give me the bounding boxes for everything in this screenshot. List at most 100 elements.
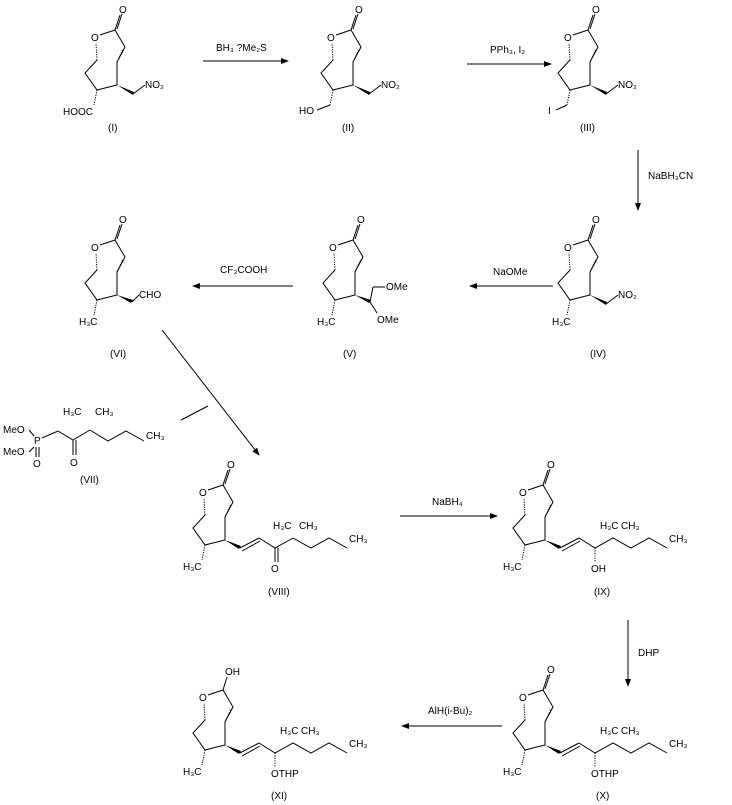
methyl-group: H₃C bbox=[79, 317, 98, 328]
ketone-oxygen: O bbox=[70, 458, 78, 469]
ketone-oxygen: O bbox=[271, 564, 279, 575]
nitro-group: NO₂ bbox=[145, 80, 164, 91]
phosphorus-atom: P bbox=[34, 436, 41, 447]
compound-label: (VI) bbox=[110, 349, 126, 360]
methyl-group: CH₃ bbox=[349, 739, 368, 750]
hydroxyl-group: HO bbox=[299, 106, 314, 117]
ring-oxygen: O bbox=[519, 488, 527, 499]
ring-oxygen: O bbox=[329, 243, 337, 254]
thp-ether-group: OTHP bbox=[591, 769, 619, 780]
compound-label: (IX) bbox=[594, 587, 610, 598]
reagent-label: BH₃ ?Me₂S bbox=[216, 43, 267, 54]
compound-label: (VIII) bbox=[268, 587, 290, 598]
nitro-group: NO₂ bbox=[618, 80, 637, 91]
reagent-label: NaBH₄ bbox=[432, 497, 463, 508]
methyl-group: H₃C bbox=[183, 767, 202, 778]
reagent-label: PPh₃, I₂ bbox=[490, 45, 525, 56]
step-9: AlH(i-Bu)₂ bbox=[401, 706, 502, 729]
methyl-group: CH₃ bbox=[95, 407, 114, 418]
compound-vii: MeO MeO P O O H₃C CH₃ CH₃ bbox=[3, 407, 165, 470]
step-3: NaBH₃CN bbox=[635, 150, 693, 211]
methyl-group: CH₃ bbox=[301, 726, 320, 737]
compound-x: O O OTHP H₃C CH₃ CH₃ H₃C bbox=[503, 665, 688, 780]
compound-iv: O O NO₂ H₃C bbox=[552, 215, 637, 328]
ring-oxygen: O bbox=[519, 693, 527, 704]
step-4: NaOMe bbox=[469, 267, 553, 289]
carbonyl-oxygen: O bbox=[592, 215, 600, 226]
iodo-group: I bbox=[548, 106, 551, 117]
thp-ether-group: OTHP bbox=[271, 769, 299, 780]
ring-oxygen: O bbox=[199, 693, 207, 704]
carbonyl-oxygen: O bbox=[547, 460, 555, 471]
methyl-group: H₃C bbox=[183, 562, 202, 573]
step-8: DHP bbox=[625, 620, 659, 687]
compound-label: (II) bbox=[342, 123, 354, 134]
aldehyde-group: CHO bbox=[139, 290, 161, 301]
step-6 bbox=[161, 329, 260, 456]
carbonyl-oxygen: O bbox=[227, 460, 235, 471]
ring-oxygen: O bbox=[564, 33, 572, 44]
step-5: CF₃COOH bbox=[192, 265, 293, 289]
ring-oxygen: O bbox=[91, 243, 99, 254]
carbonyl-oxygen: O bbox=[355, 5, 363, 16]
compound-label: (IV) bbox=[590, 349, 606, 360]
methyl-group: H₃C bbox=[317, 317, 336, 328]
methyl-group: H₃C bbox=[552, 317, 571, 328]
methyl-group: CH₃ bbox=[299, 521, 318, 532]
methyl-group: H₃C bbox=[600, 726, 619, 737]
reagent-label: AlH(i-Bu)₂ bbox=[428, 706, 473, 717]
methyl-group: H₃C bbox=[273, 521, 292, 532]
nitro-group: NO₂ bbox=[381, 80, 400, 91]
phosphoryl-oxygen: O bbox=[33, 459, 41, 470]
hydroxyl-group: OH bbox=[225, 667, 240, 678]
methoxy-group: MeO bbox=[3, 425, 25, 436]
methyl-group: H₃C bbox=[600, 521, 619, 532]
compound-ix: O O OH H₃C CH₃ CH₃ H₃C bbox=[503, 460, 688, 575]
carbonyl-oxygen: O bbox=[357, 215, 365, 226]
carbonyl-oxygen: O bbox=[119, 215, 127, 226]
compound-ii: O O NO₂ HO bbox=[299, 5, 400, 117]
compound-label: (XI) bbox=[271, 791, 287, 802]
compound-viii: O O O H₃C CH₃ CH₃ H₃C bbox=[183, 460, 368, 575]
compound-label: (VII) bbox=[80, 475, 99, 486]
ring-oxygen: O bbox=[327, 33, 335, 44]
ring-oxygen: O bbox=[564, 243, 572, 254]
compound-label: (X) bbox=[596, 791, 609, 802]
carbonyl-oxygen: O bbox=[592, 5, 600, 16]
methyl-group: H₃C bbox=[503, 767, 522, 778]
carboxyl-group: HOOC bbox=[63, 107, 93, 118]
methyl-group: CH₃ bbox=[621, 726, 640, 737]
reagent-label: NaBH₃CN bbox=[648, 171, 693, 182]
ring-oxygen: O bbox=[91, 33, 99, 44]
compound-iii: O O NO₂ I bbox=[548, 5, 637, 117]
reagent-label: DHP bbox=[638, 648, 659, 659]
step-7: NaBH₄ bbox=[400, 497, 498, 519]
compound-label: (III) bbox=[580, 123, 595, 134]
hydroxyl-group: OH bbox=[591, 564, 606, 575]
carbonyl-oxygen: O bbox=[119, 5, 127, 16]
step-2: PPh₃, I₂ bbox=[467, 45, 552, 67]
nitro-group: NO₂ bbox=[618, 290, 637, 301]
methyl-group: CH₃ bbox=[669, 739, 688, 750]
reagent-label: NaOMe bbox=[493, 267, 528, 278]
carbonyl-oxygen: O bbox=[547, 665, 555, 676]
methyl-group: CH₃ bbox=[669, 534, 688, 545]
compound-xi: O OH OTHP H₃C CH₃ CH₃ H₃C bbox=[183, 667, 368, 780]
ring-oxygen: O bbox=[199, 488, 207, 499]
methyl-group: CH₃ bbox=[146, 431, 165, 442]
step-1: BH₃ ?Me₂S bbox=[203, 43, 289, 64]
methyl-group: CH₃ bbox=[621, 521, 640, 532]
compound-vi: O O CHO H₃C bbox=[79, 215, 161, 328]
methoxy-group: OMe bbox=[386, 282, 408, 293]
methoxy-group: MeO bbox=[3, 447, 25, 458]
methyl-group: H₃C bbox=[503, 562, 522, 573]
methyl-group: H₃C bbox=[280, 726, 299, 737]
compound-label: (I) bbox=[108, 123, 117, 134]
reagent-label: CF₃COOH bbox=[220, 265, 267, 276]
compound-v: O O OMe OMe H₃C bbox=[317, 215, 408, 328]
compound-i: O O NO₂ HOOC bbox=[63, 5, 164, 118]
reaction-arrow bbox=[161, 329, 260, 456]
compound-label: (V) bbox=[343, 349, 356, 360]
methyl-group: CH₃ bbox=[349, 534, 368, 545]
